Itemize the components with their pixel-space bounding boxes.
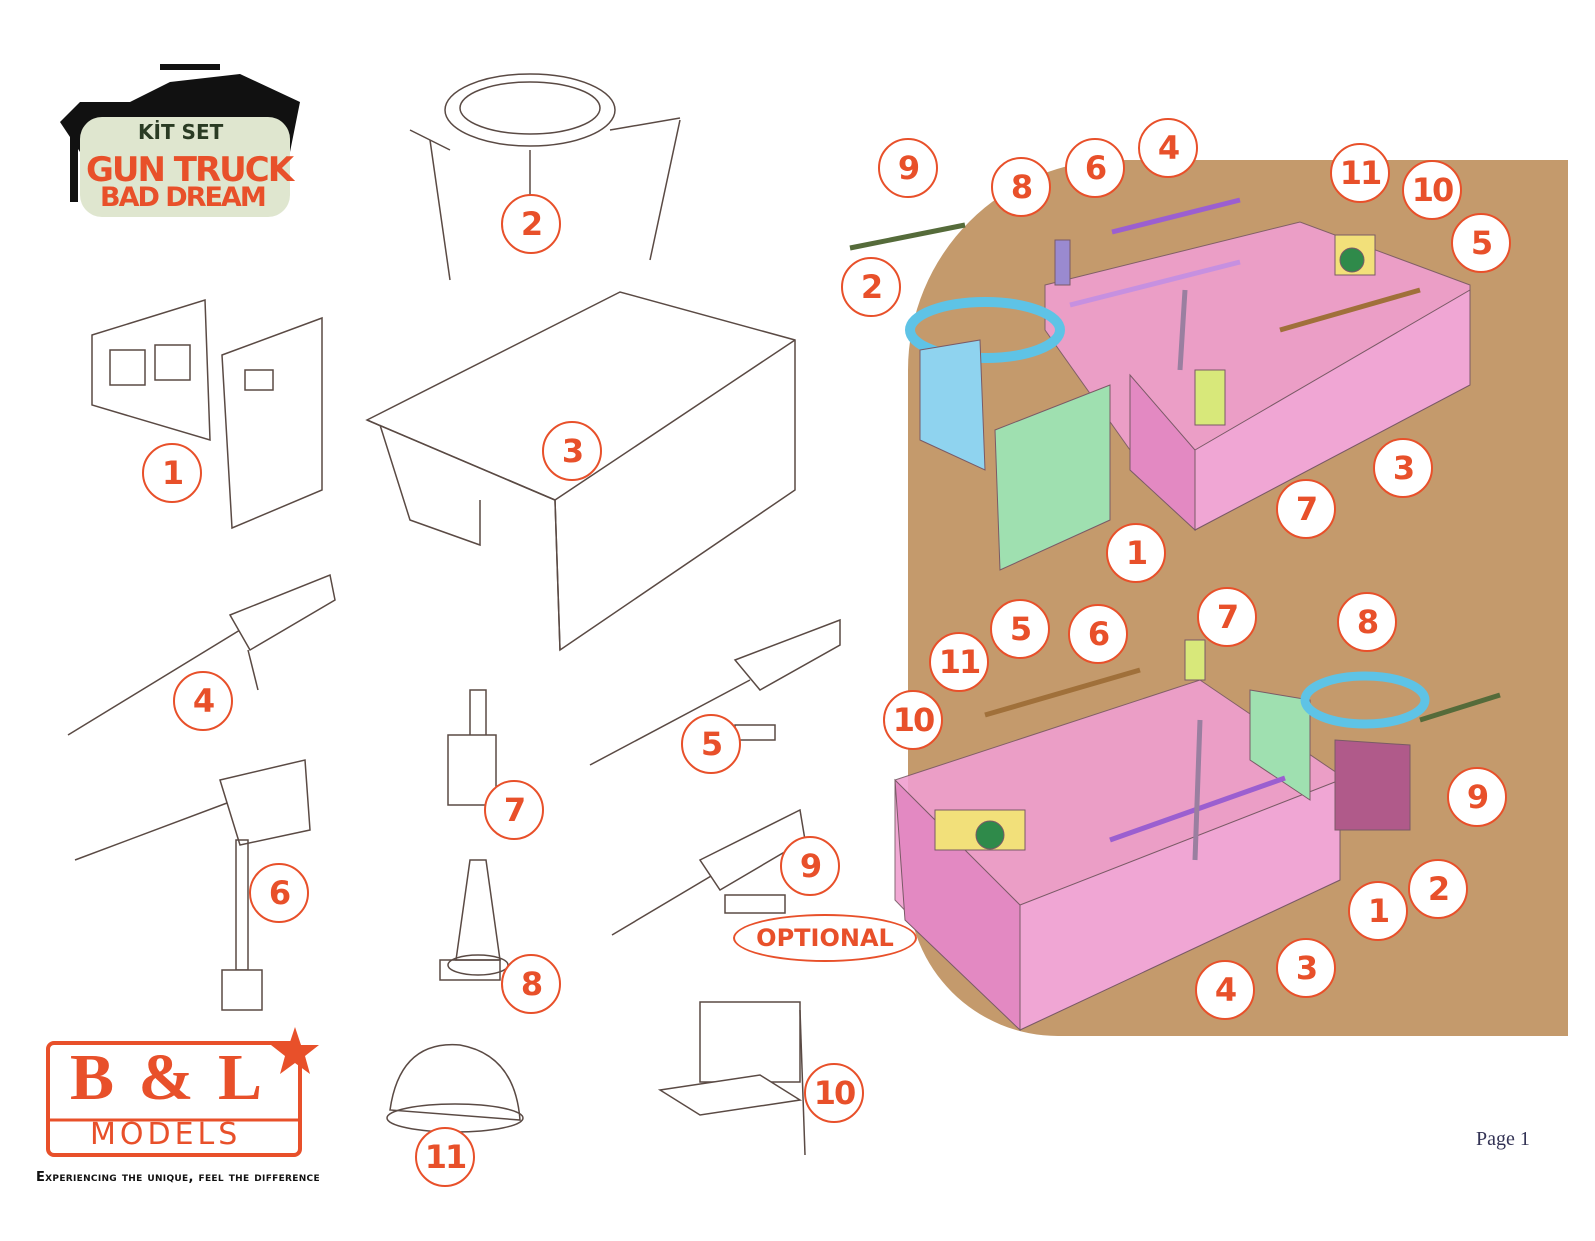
callout-parts-part-2: 2 xyxy=(501,194,561,254)
assembly-top xyxy=(849,197,1471,571)
callout-parts-part-7: 7 xyxy=(484,780,544,840)
page-number: Page 1 xyxy=(1476,1128,1530,1150)
callout-parts-part-11: 11 xyxy=(415,1127,475,1187)
callout-parts-part-10: 10 xyxy=(804,1063,864,1123)
callout-assembly-bottom-part-1: 1 xyxy=(1348,881,1408,941)
callout-assembly-top-part-8: 8 xyxy=(991,157,1051,217)
callout-parts-part-6: 6 xyxy=(249,863,309,923)
callout-parts-part-8: 8 xyxy=(501,954,561,1014)
callout-parts-part-5: 5 xyxy=(681,714,741,774)
callout-assembly-bottom-part-6: 6 xyxy=(1068,604,1128,664)
part-10-seat xyxy=(657,1001,806,1156)
brand-name: B & L xyxy=(70,1041,267,1114)
callout-assembly-top-part-3: 3 xyxy=(1373,438,1433,498)
brand-tagline: Experiencing the unique, feel the differ… xyxy=(36,1170,320,1185)
callout-assembly-top-part-9: 9 xyxy=(878,138,938,198)
callout-assembly-bottom-part-9: 9 xyxy=(1447,767,1507,827)
star-icon xyxy=(271,1027,319,1074)
callout-parts-part-1: 1 xyxy=(142,443,202,503)
assembly-bottom xyxy=(894,639,1501,1032)
callout-assembly-top-part-10: 10 xyxy=(1402,160,1462,220)
callout-assembly-top-part-6: 6 xyxy=(1065,138,1125,198)
part-6-gun-post xyxy=(74,759,311,1011)
brand-sub: MODELS xyxy=(90,1117,242,1152)
callout-assembly-bottom-part-2: 2 xyxy=(1408,859,1468,919)
sprue-frame-icon xyxy=(46,1027,319,1157)
part-8-post xyxy=(439,859,509,981)
callout-assembly-bottom-part-3: 3 xyxy=(1276,938,1336,998)
callout-assembly-top-part-11: 11 xyxy=(1330,143,1390,203)
callout-assembly-bottom-part-8: 8 xyxy=(1337,592,1397,652)
optional-label: OPTIONAL xyxy=(733,914,917,962)
truck-silhouette-icon xyxy=(60,64,300,217)
callout-assembly-top-part-4: 4 xyxy=(1138,118,1198,178)
part-2-ring-mount xyxy=(409,73,681,281)
callout-parts-part-9: 9 xyxy=(780,836,840,896)
callout-parts-part-4: 4 xyxy=(173,671,233,731)
callout-assembly-bottom-part-11: 11 xyxy=(929,632,989,692)
callout-assembly-bottom-part-5: 5 xyxy=(990,599,1050,659)
callout-assembly-top-part-2: 2 xyxy=(841,257,901,317)
part-1-panels xyxy=(91,298,323,530)
logo-subtitle: BAD DREAM xyxy=(100,182,267,213)
callout-parts-part-3: 3 xyxy=(542,421,602,481)
logo-title: GUN TRUCK xyxy=(86,150,294,190)
callout-assembly-top-part-7: 7 xyxy=(1276,479,1336,539)
callout-assembly-top-part-1: 1 xyxy=(1106,523,1166,583)
callout-assembly-bottom-part-10: 10 xyxy=(883,690,943,750)
callout-assembly-bottom-part-4: 4 xyxy=(1195,960,1255,1020)
callout-assembly-bottom-part-7: 7 xyxy=(1197,587,1257,647)
callout-assembly-top-part-5: 5 xyxy=(1451,213,1511,273)
kit-set-label: KİT SET xyxy=(138,120,224,144)
part-4-gun xyxy=(67,573,336,736)
